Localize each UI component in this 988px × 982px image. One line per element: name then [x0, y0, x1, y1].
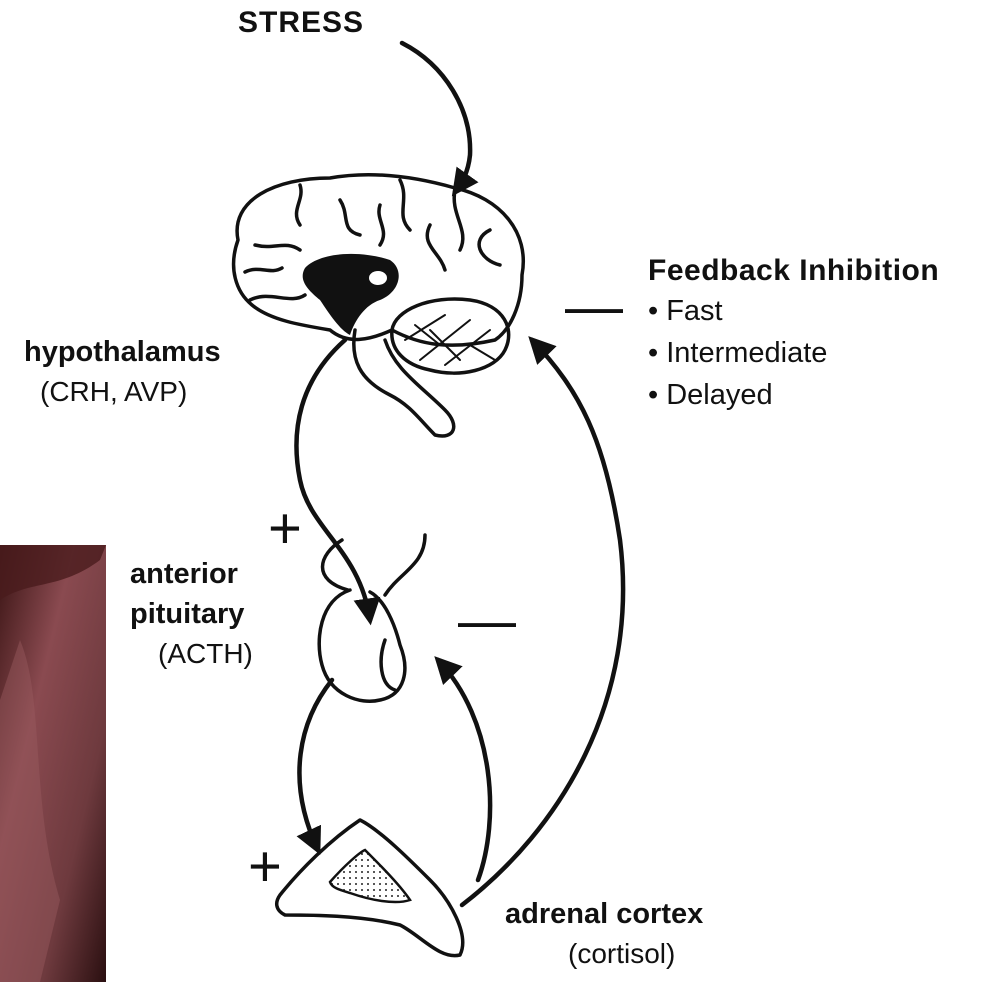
- minus-sign-pituitary: —: [458, 592, 516, 650]
- pituitary-drawing: [319, 535, 425, 701]
- feedback-item-fast: Fast: [648, 290, 827, 332]
- adrenal-to-pituitary-feedback-arrow: [438, 660, 490, 880]
- feedback-item-delayed: Delayed: [648, 374, 827, 416]
- hypothalamus-to-pituitary-arrow: [296, 340, 370, 620]
- adrenal-drawing: [277, 820, 463, 956]
- pituitary-to-adrenal-arrow: [299, 680, 332, 850]
- plus-sign-adrenal: +: [248, 838, 282, 896]
- adrenal-label: adrenal cortex: [505, 898, 703, 931]
- brain-drawing: [234, 175, 524, 436]
- stress-label: STRESS: [238, 6, 364, 40]
- photo-fragment: [0, 545, 106, 982]
- adrenal-hormone: (cortisol): [568, 938, 675, 970]
- feedback-title: Feedback Inhibition: [648, 254, 939, 288]
- pituitary-label-line1: anterior: [130, 558, 238, 591]
- hypothalamus-hormones: (CRH, AVP): [40, 376, 187, 408]
- pituitary-hormone: (ACTH): [158, 638, 253, 670]
- stress-arrow: [402, 43, 470, 192]
- feedback-list: Fast Intermediate Delayed: [648, 290, 827, 416]
- ventricle-highlight: [369, 271, 387, 285]
- feedback-item-intermediate: Intermediate: [648, 332, 827, 374]
- plus-sign-pituitary: +: [268, 500, 302, 558]
- hypothalamus-label: hypothalamus: [24, 336, 221, 369]
- arrows: [296, 43, 623, 905]
- hypothalamus-region: [303, 254, 399, 335]
- minus-sign-hypothalamus: —: [565, 278, 623, 336]
- pituitary-label-line2: pituitary: [130, 598, 244, 631]
